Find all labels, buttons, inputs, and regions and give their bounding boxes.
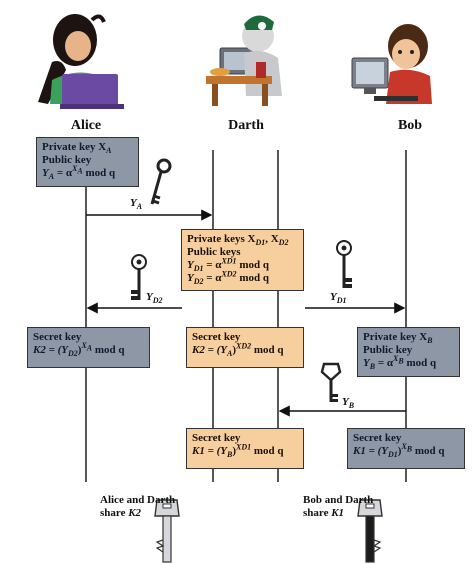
darth-secret-k1-formula: K1 = (YB)XD1 mod q: [192, 442, 284, 460]
darth-yd1-formula: YD1 = αXD1 mod q: [187, 256, 269, 274]
darth-keys-box: Private keys XD1, XD2 Public keys YD1 = …: [181, 229, 304, 291]
alice-private-key-label: Private key XA: [42, 141, 112, 156]
bob-darth-share-caption: Bob and Darth share K1: [303, 494, 374, 519]
alice-public-key-formula: YA = αXA mod q: [42, 164, 116, 182]
arrow-ya-label: YA: [130, 197, 143, 212]
bob-name: Bob: [397, 118, 423, 133]
darth-yd2-formula: YD2 = αXD2 mod q: [187, 269, 269, 287]
bob-secret-key-label: Secret key: [353, 432, 402, 444]
darth-public-keys-label: Public keys: [187, 246, 241, 258]
darth-illustration: [206, 15, 282, 106]
bob-public-key-label: Public key: [363, 344, 413, 356]
darth-secret-k1-box: Secret key K1 = (YB)XD1 mod q: [186, 428, 304, 469]
key-icon-yd1: [336, 240, 352, 288]
alice-darth-share-caption: Alice and Darth share K2: [100, 494, 176, 519]
bob-private-key-label: Private key XB: [363, 331, 433, 346]
bob-secret-key-formula: K1 = (YD1)XB mod q: [353, 442, 445, 460]
arrow-yd2-label: YD2: [146, 291, 163, 306]
bob-keys-box: Private key XB Public key YB = αXB mod q: [357, 327, 460, 377]
darth-private-keys-label: Private keys XD1, XD2: [187, 233, 289, 248]
arrow-yd1-label: YD1: [330, 291, 347, 306]
alice-illustration: [38, 14, 124, 109]
alice-secret-key-label: Secret key: [33, 331, 82, 343]
alice-keys-box: Private key XA Public key YA = αXA mod q: [36, 137, 139, 187]
alice-secret-box: Secret key K2 = (YD2)XA mod q: [27, 327, 150, 368]
darth-name: Darth: [228, 118, 264, 133]
bob-secret-box: Secret key K1 = (YD1)XB mod q: [347, 428, 465, 469]
key-icon-ya: [150, 158, 172, 205]
key-icon-yd2: [131, 254, 147, 300]
darth-secret-k2-box: Secret key K2 = (YA)XD2 mod q: [186, 327, 304, 368]
shared-key-k1-icon: [357, 499, 383, 563]
darth-secret-k2-label: Secret key: [192, 331, 241, 343]
darth-secret-k2-formula: K2 = (YA)XD2 mod q: [192, 341, 284, 359]
darth-secret-k1-label: Secret key: [192, 432, 241, 444]
bob-illustration: [351, 24, 432, 104]
shared-key-k2-icon: [154, 499, 180, 563]
alice-public-key-label: Public key: [42, 154, 92, 166]
key-icon-yb: [320, 362, 342, 402]
alice-name: Alice: [70, 118, 102, 133]
alice-secret-key-formula: K2 = (YD2)XA mod q: [33, 341, 125, 359]
bob-public-key-formula: YB = αXB mod q: [363, 354, 437, 372]
arrow-yb-label: YB: [342, 396, 355, 411]
